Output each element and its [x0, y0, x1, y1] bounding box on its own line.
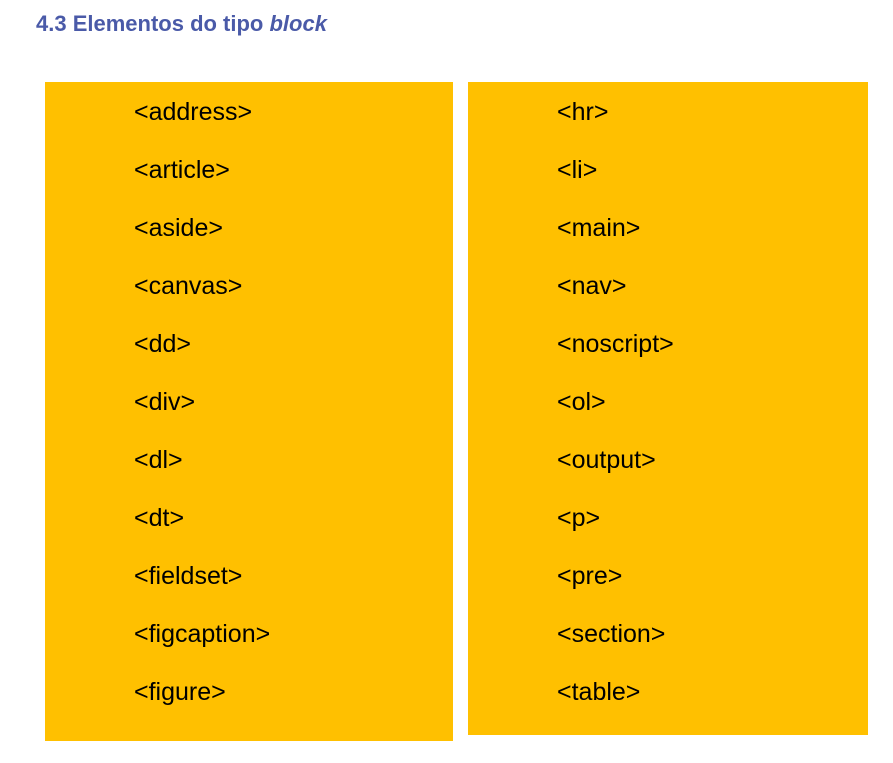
left-tag-panel: <address> <article> <aside> <canvas> <dd… — [45, 82, 453, 741]
left-tag-list: <address> <article> <aside> <canvas> <dd… — [134, 98, 270, 736]
tag-item: <ol> — [557, 388, 606, 416]
tag-item: <address> — [134, 98, 253, 126]
section-heading: 4.3 Elementos do tipo block — [36, 10, 327, 38]
tag-item: <pre> — [557, 562, 623, 590]
right-tag-list: <hr> <li> <main> <nav> <noscript> <ol> <… — [557, 98, 674, 736]
section-heading-emphasis: block — [269, 11, 327, 36]
tag-item: <li> — [557, 156, 598, 184]
tag-item: <aside> — [134, 214, 223, 242]
tag-item: <figcaption> — [134, 620, 271, 648]
tag-item: <figure> — [134, 678, 226, 706]
tag-item: <fieldset> — [134, 562, 243, 590]
tag-item: <hr> — [557, 98, 609, 126]
tag-item: <table> — [557, 678, 641, 706]
tag-item: <main> — [557, 214, 641, 242]
tag-item: <canvas> — [134, 272, 243, 300]
section-heading-prefix: 4.3 Elementos do tipo — [36, 11, 270, 36]
tag-item: <noscript> — [557, 330, 674, 358]
tag-item: <output> — [557, 446, 656, 474]
tag-item: <p> — [557, 504, 601, 532]
tag-item: <section> — [557, 620, 666, 648]
tag-item: <div> — [134, 388, 196, 416]
right-tag-panel: <hr> <li> <main> <nav> <noscript> <ol> <… — [468, 82, 868, 735]
tag-item: <nav> — [557, 272, 627, 300]
tag-item: <dt> — [134, 504, 185, 532]
tag-item: <dl> — [134, 446, 183, 474]
tag-item: <article> — [134, 156, 230, 184]
tag-item: <dd> — [134, 330, 192, 358]
